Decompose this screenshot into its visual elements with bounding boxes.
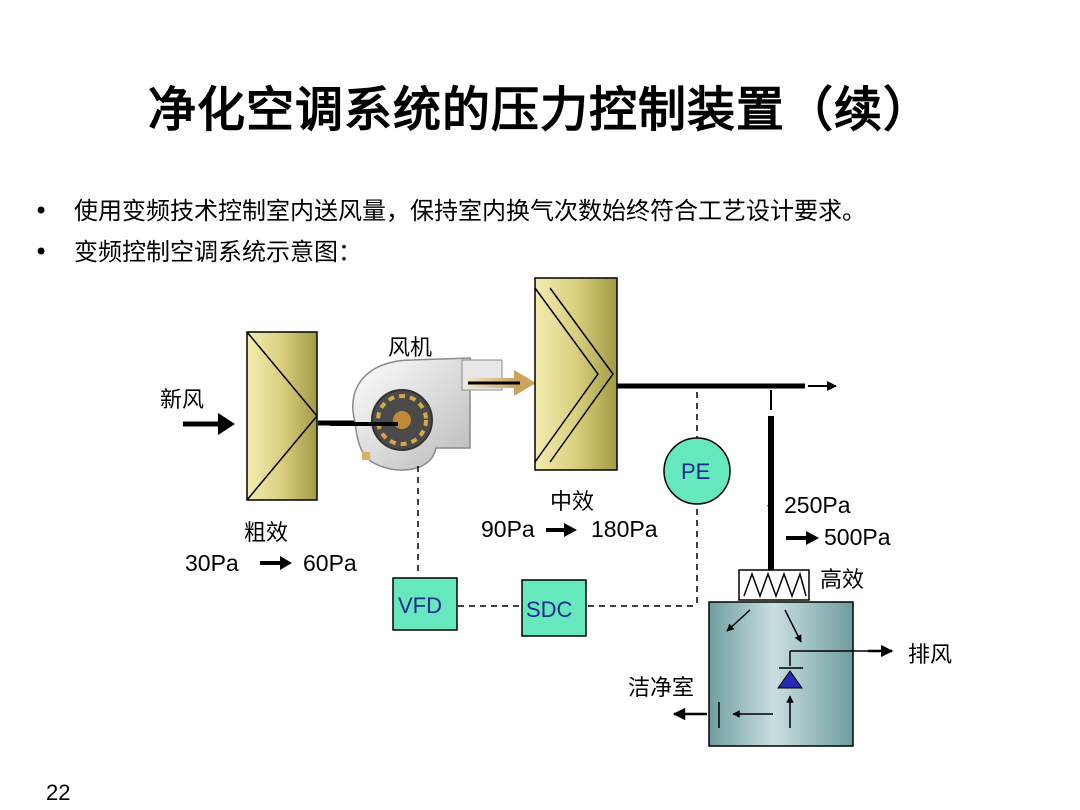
coarse-filter-label: 粗效 <box>244 521 289 546</box>
hepa-filter-label: 高效 <box>820 568 865 593</box>
coarse-pressure-from: 30Pa <box>185 550 239 576</box>
cleanroom-outflow-arrow <box>672 702 773 728</box>
pe-sensor <box>663 437 731 505</box>
cleanroom-box <box>708 601 854 747</box>
fan-label: 风机 <box>388 336 433 361</box>
medium-pressure-arrow <box>546 523 577 537</box>
hepa-pressure-from: 250Pa <box>784 492 851 518</box>
bullet-item: • 使用变频技术控制室内送风量，保持室内换气次数始终符合工艺设计要求。 <box>30 196 1020 227</box>
bullet-list: • 使用变频技术控制室内送风量，保持室内换气次数始终符合工艺设计要求。 • 变频… <box>30 196 1020 278</box>
fan-icon <box>330 357 503 471</box>
medium-pressure-to: 180Pa <box>591 516 658 542</box>
medium-pressure-from: 90Pa <box>481 516 535 542</box>
bullet-symbol: • <box>34 197 49 225</box>
supply-diffuse-right-arrow <box>784 609 802 643</box>
supply-diffuse-left-arrow <box>726 609 751 632</box>
cleanroom-label: 洁净室 <box>628 676 695 701</box>
sdc-box <box>521 579 587 637</box>
medium-filter <box>534 277 618 471</box>
bullet-text: 变频控制空调系统示意图： <box>74 238 362 266</box>
coarse-pressure-arrow <box>260 556 292 570</box>
bullet-symbol: • <box>34 238 49 266</box>
bullet-text: 使用变频技术控制室内送风量，保持室内换气次数始终符合工艺设计要求。 <box>74 197 866 225</box>
fresh-air-label: 新风 <box>160 388 205 413</box>
fan-outlet-arrow <box>468 370 536 396</box>
medium-filter-label: 中效 <box>550 490 595 515</box>
coarse-filter <box>246 331 318 501</box>
hepa-pressure-arrow <box>786 531 819 545</box>
hepa-filter <box>738 569 810 601</box>
vfd-label: VFD <box>398 593 442 618</box>
exhaust-damper-icon <box>777 644 894 728</box>
exhaust-label: 排风 <box>908 643 953 668</box>
page-number: 22 <box>46 780 71 805</box>
riser-tick <box>767 504 773 512</box>
sdc-label: SDC <box>526 597 573 622</box>
bullet-item: • 变频控制空调系统示意图： <box>30 237 1020 268</box>
fresh-air-arrow <box>183 413 235 435</box>
hepa-pressure-to: 500Pa <box>824 524 891 550</box>
coarse-pressure-to: 60Pa <box>303 550 357 576</box>
pe-label: PE <box>681 459 711 484</box>
vfd-box <box>392 577 458 631</box>
page-title: 净化空调系统的压力控制装置（续） <box>147 82 932 138</box>
